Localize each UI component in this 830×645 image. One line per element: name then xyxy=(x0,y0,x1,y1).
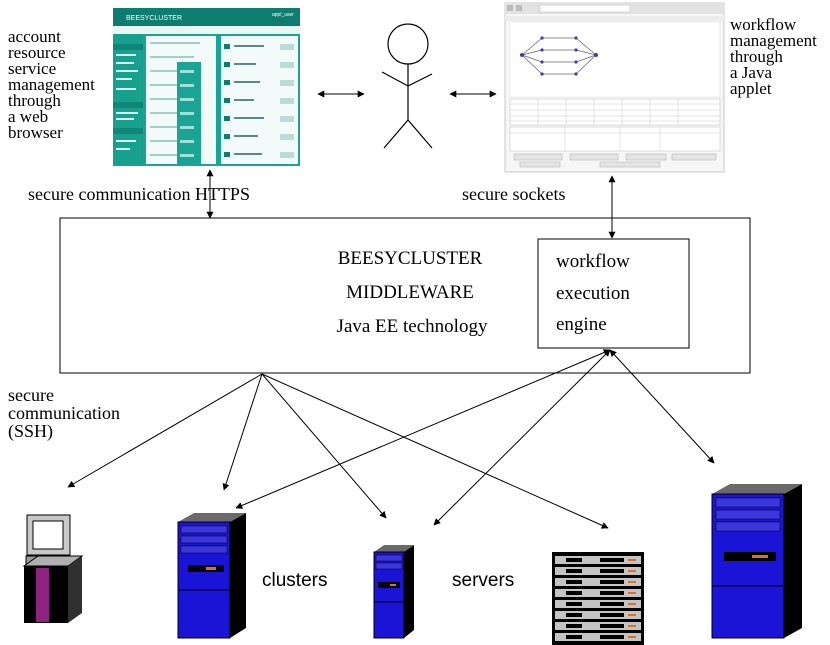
left-note-line: a web xyxy=(8,107,48,126)
ssh-label: (SSH) xyxy=(8,421,53,442)
left-note-line: account xyxy=(8,27,61,46)
left-note-line: through xyxy=(8,91,61,110)
left-note-line: resource xyxy=(8,43,66,62)
right-note-line: applet xyxy=(730,79,772,98)
server-tower-large xyxy=(711,484,802,639)
left-note-line: management xyxy=(8,75,95,94)
engine-line: engine xyxy=(556,314,607,335)
applet-screenshot xyxy=(504,2,725,173)
https-label: secure communication HTTPS xyxy=(28,184,250,204)
clusters-label: clusters xyxy=(262,570,327,591)
sockets-label: secure sockets xyxy=(462,184,565,204)
engine-line: workflow xyxy=(556,251,630,272)
browser-logo: BEESYCLUSTER xyxy=(126,15,182,22)
rack-servers xyxy=(552,552,644,645)
cluster-tower-1 xyxy=(177,513,246,639)
workstation-icon xyxy=(22,514,84,623)
left-note-line: service xyxy=(8,59,56,78)
browser-user: appl_user xyxy=(272,12,294,18)
middleware-tech: Java EE technology xyxy=(337,316,488,337)
right-note-line: a Java xyxy=(730,63,772,82)
engine-line: execution xyxy=(556,283,630,304)
middleware-subtitle: MIDDLEWARE xyxy=(346,282,474,303)
workflow-engine-box xyxy=(537,238,690,349)
left-note-line: browser xyxy=(8,123,63,142)
ssh-label: communication xyxy=(8,403,120,423)
right-note-line: management xyxy=(730,31,817,50)
user-stick-figure xyxy=(381,23,433,149)
middleware-title: BEESYCLUSTER xyxy=(338,248,483,269)
middleware-to-resources-arrows xyxy=(67,349,715,529)
browser-screenshot: BEESYCLUSTER appl_user xyxy=(113,8,300,166)
servers-label: servers xyxy=(452,570,514,591)
right-note-line: workflow xyxy=(730,15,797,34)
server-tower-small xyxy=(373,545,414,639)
vertical-arrows xyxy=(206,169,616,239)
right-note-line: through xyxy=(730,47,783,66)
ssh-label: secure xyxy=(8,385,54,405)
